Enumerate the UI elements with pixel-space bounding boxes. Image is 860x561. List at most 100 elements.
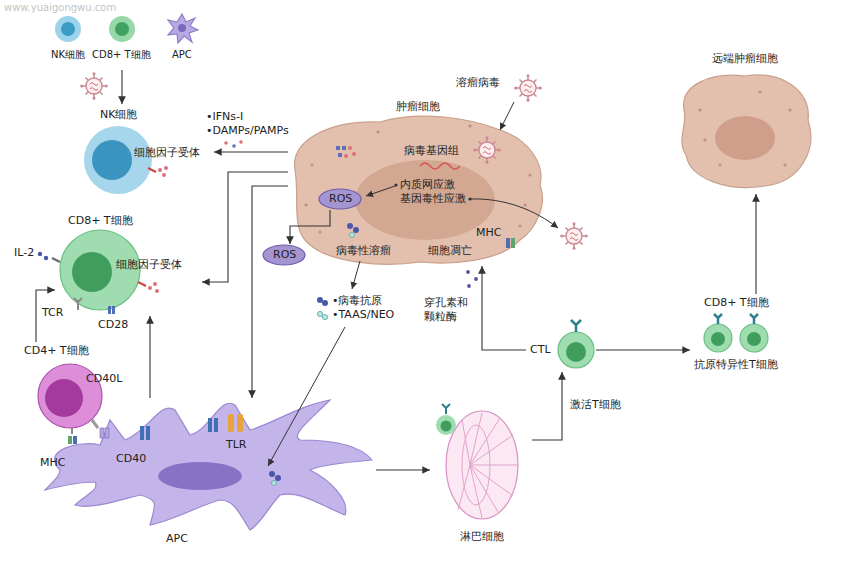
cell-label: 抗原特异性T细胞 [694,358,778,372]
cell-label: CD8+ T细胞 [92,48,151,62]
receptor [158,168,162,172]
cell-outline [38,12,100,70]
cell-outline [36,398,376,548]
cell-label: MHC [40,456,65,470]
annotation-label: 溶瘤病毒 [456,76,500,90]
cell-dots [468,124,471,127]
lymph-node-shape [446,411,518,519]
apc-cell-shape [178,24,186,32]
cell-dots [518,224,521,227]
cell-label: 病毒基因组 [404,144,459,158]
cell-label: CD40 [116,452,146,466]
arrow-tail-dot [468,197,471,200]
t-cell-group-shape [740,324,768,352]
receptor [162,173,166,177]
cell-label: NK细胞 [100,108,137,122]
receptor [140,426,144,440]
antigen-icon [272,481,277,486]
perforin-granule [467,284,471,288]
cell-label: CD40L [86,372,122,386]
connector-arrow [252,186,288,398]
antigen-icon [347,223,353,229]
cell-dots [523,203,526,206]
receptor [38,252,42,256]
cell-label: 肿瘤细胞 [396,100,440,114]
antigen-icon [353,227,359,233]
cell-label: NK细胞 [51,48,85,62]
receptor [750,314,758,324]
t-cell-group: CD8+ T细胞抗原特异性T细胞 [690,294,810,388]
cell-label: 淋巴细胞 [460,530,504,544]
t-cell: CD8+ T细胞细胞因子受体 [55,212,202,316]
cell-dots [758,90,761,93]
process-arrow [352,261,360,289]
cell-dots [783,163,786,166]
receptor [92,420,98,428]
receptor [442,404,450,414]
cell-dots [376,130,379,133]
cell-outline [430,404,532,550]
receptor [148,286,152,290]
damp-molecule [338,153,342,157]
cell-dots [318,230,321,233]
cell-label: APC [172,48,192,62]
receptor [155,289,159,293]
connector-arrow [121,70,122,104]
ctl-cell: CTL [526,316,596,372]
cell-outline [662,48,822,194]
t-cell-icon [436,415,456,435]
t-cell-icon [436,415,456,435]
damp-molecule [336,146,340,150]
annotation-label: IL-2 [14,246,34,260]
damp-molecule [232,144,236,148]
annotation-label: •病毒抗原 [332,294,383,308]
receptor [714,314,722,324]
t-cell-icon [441,421,452,432]
annotation-label: •TAAS/NEO [332,308,394,322]
receptor [44,256,48,260]
apc-cell: MHCCD40TLRAPC [36,398,376,548]
nk-cell-shape [61,22,75,36]
cell-dots [703,138,706,141]
nk-cell-shape [84,126,152,194]
cell-nucleus [158,462,242,490]
damp-molecule [344,154,348,158]
annotation-label: •DAMPs/PAMPs [206,124,289,138]
t-cell-group-shape [704,324,732,352]
receptor [571,320,581,332]
arrow-tail-dot [394,183,397,186]
annotation-label: TCR [42,306,63,320]
annotation-label: MHC [476,226,501,240]
ros-ellipse: ROS [262,244,306,266]
perforin-granule [474,277,478,281]
damp-molecule [224,141,228,145]
virus-icon [514,74,542,102]
connector-group [36,70,756,470]
process-arrow [500,102,514,130]
cell-label: 远端肿瘤细胞 [712,52,778,66]
antigen-icon [269,471,275,477]
receptor [208,418,212,432]
damp-molecule [352,152,356,156]
annotation-label: •IFNs-I [206,110,243,124]
receptor [105,428,109,438]
apc-cell-shape [168,14,198,43]
nk-cell: NK细胞细胞因子受体 [80,104,214,196]
connector-arrow [532,372,562,440]
receptor [52,258,60,262]
t-cell: CD8+ T细胞 [88,12,156,70]
connector-arrow [149,316,150,398]
cell-label: 细胞因子受体 [116,258,182,272]
cell-label: 细胞因子受体 [134,146,200,160]
cell-dots [698,108,701,111]
cell-dots [718,163,721,166]
cell-label: TLR [226,438,247,452]
ctl-cell-shape [558,332,594,368]
cell-label: CTL [530,343,551,357]
cell-label: 基因毒性应激 [400,192,466,206]
ctl-cell-shape [566,342,586,362]
